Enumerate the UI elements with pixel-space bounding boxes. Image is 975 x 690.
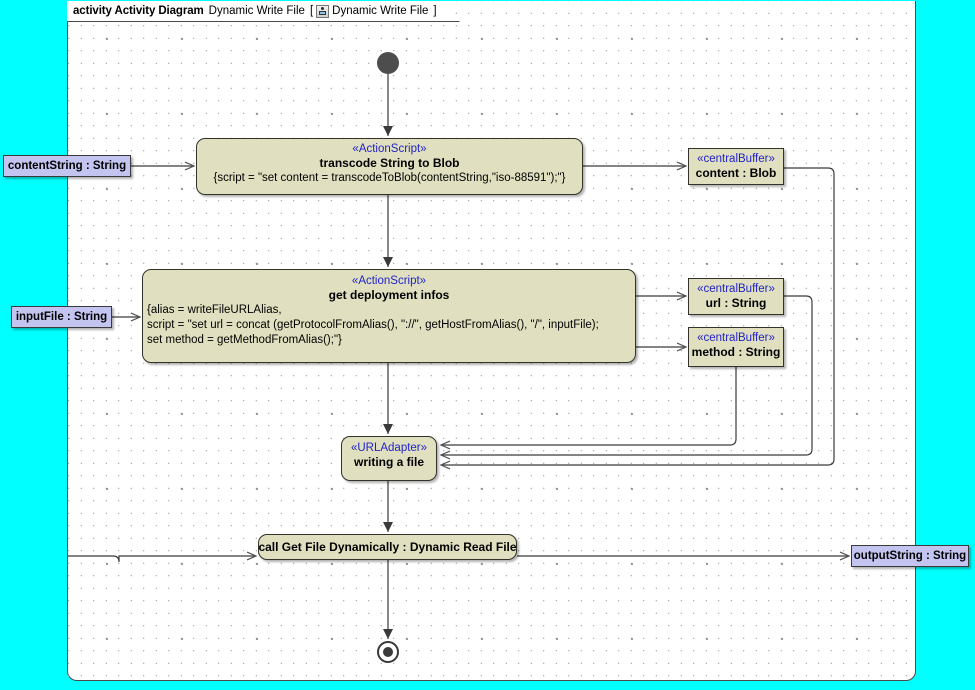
action-script-line-3: set method = getMethodFromAlias();"}	[147, 334, 342, 346]
activity-parameter-inputfile[interactable]: inputFile : String	[11, 306, 112, 328]
action-script: {script = "set content = transcodeToBlob…	[213, 172, 566, 184]
parameter-label: contentString : String	[7, 160, 127, 172]
frame-bracket-close: ]	[433, 5, 437, 17]
action-title: writing a file	[353, 455, 424, 469]
stereotype-label: «centralBuffer»	[697, 283, 775, 295]
stereotype-label: «ActionScript»	[351, 275, 427, 287]
activity-final-node[interactable]	[377, 641, 399, 663]
buffer-label: url : String	[705, 296, 767, 310]
buffer-label: method : String	[691, 345, 781, 359]
frame-qualified-name: Dynamic Write File	[332, 5, 429, 17]
stereotype-label: «URLAdapter»	[350, 442, 428, 454]
action-get-deployment-infos[interactable]: «ActionScript» get deployment infos {ali…	[142, 269, 636, 363]
central-buffer-method[interactable]: «centralBuffer» method : String	[688, 327, 784, 367]
activity-diagram-icon	[316, 5, 329, 18]
stereotype-label: «ActionScript»	[352, 143, 427, 155]
parameter-label: inputFile : String	[15, 311, 108, 323]
action-urladapter-writing-a-file[interactable]: «URLAdapter» writing a file	[341, 436, 437, 481]
action-transcode-string-to-blob[interactable]: «ActionScript» transcode String to Blob …	[196, 138, 583, 195]
action-title: get deployment infos	[328, 288, 450, 302]
action-script-line-2: script = "set url = concat (getProtocolF…	[147, 319, 599, 331]
activity-parameter-outputstring[interactable]: outputString : String	[851, 545, 969, 567]
call-behavior-title: call Get File Dynamically : Dynamic Read…	[258, 539, 517, 554]
frame-bracket-open: [	[309, 5, 314, 17]
frame-title-tab: activity Activity Diagram Dynamic Write …	[67, 1, 460, 22]
frame-name: Dynamic Write File	[208, 5, 305, 17]
stereotype-label: «centralBuffer»	[697, 153, 775, 165]
stereotype-label: «centralBuffer»	[697, 332, 775, 344]
frame-keyword: activity Activity Diagram	[73, 5, 204, 17]
initial-node[interactable]	[377, 52, 399, 74]
action-title: transcode String to Blob	[319, 156, 460, 170]
buffer-label: content : Blob	[695, 166, 777, 180]
parameter-label: outputString : String	[853, 550, 967, 562]
action-script-line-1: {alias = writeFileURLAlias,	[147, 304, 282, 316]
central-buffer-url[interactable]: «centralBuffer» url : String	[688, 278, 784, 315]
activity-parameter-contentstring[interactable]: contentString : String	[3, 155, 131, 177]
call-behavior-action-get-file-dynamically[interactable]: call Get File Dynamically : Dynamic Read…	[258, 534, 517, 560]
central-buffer-content[interactable]: «centralBuffer» content : Blob	[688, 148, 784, 185]
